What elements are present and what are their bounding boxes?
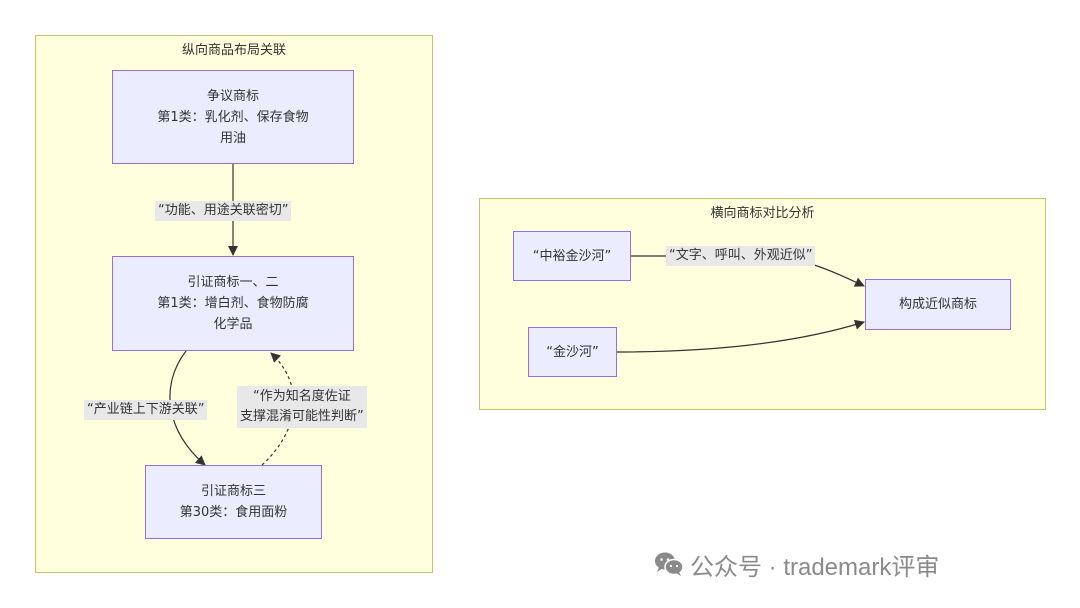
watermark: 公众号 · trademark评审 — [654, 549, 940, 581]
node-class-line: 化学品 — [213, 317, 253, 332]
node-class-line: 第30类：食用面粉 — [179, 505, 288, 520]
edge-label-industry: “产业链上下游关联” — [84, 400, 208, 420]
edge-label-fame: “作为知名度佐证 支撑混淆可能性判断” — [237, 386, 367, 428]
jinshahe-node: “金沙河” — [528, 327, 617, 377]
node-title: “中裕金沙河” — [532, 248, 612, 264]
wechat-icon — [654, 551, 684, 577]
node-class-line: 用油 — [219, 130, 246, 146]
disputed-mark-node: 争议商标 第1类：乳化剂、保存食物 用油 — [112, 70, 354, 164]
cited-marks-1-2-node: 引证商标一、二 第1类：增白剂、食物防腐 化学品 — [112, 256, 354, 351]
node-title: 争议商标 — [206, 88, 259, 104]
edge-label-similar: “文字、呼叫、外观近似” — [666, 246, 816, 266]
similar-mark-result-node: 构成近似商标 — [865, 279, 1011, 330]
edge-label-line: 支撑混淆可能性判断” — [240, 409, 364, 424]
node-class-line: 第1类：增白剂、食物防腐 — [157, 296, 309, 311]
cited-mark-3-node: 引证商标三 第30类：食用面粉 — [145, 465, 322, 539]
node-title: “金沙河” — [546, 344, 599, 360]
edge-label-line: “作为知名度佐证 — [253, 389, 351, 404]
node-title: 构成近似商标 — [898, 297, 977, 312]
watermark-text: 公众号 · trademark评审 — [690, 553, 940, 581]
cluster-title: 纵向商品布局关联 — [181, 43, 286, 58]
node-title: 引证商标一、二 — [187, 275, 279, 290]
zhongyu-jinshahe-node: “中裕金沙河” — [513, 231, 631, 281]
node-class-line: 第1类：乳化剂、保存食物 — [157, 109, 309, 125]
node-title: 引证商标三 — [200, 484, 266, 499]
cluster-title: 横向商标对比分析 — [710, 206, 815, 221]
edge-label-function: “功能、用途关联密切” — [155, 201, 292, 221]
